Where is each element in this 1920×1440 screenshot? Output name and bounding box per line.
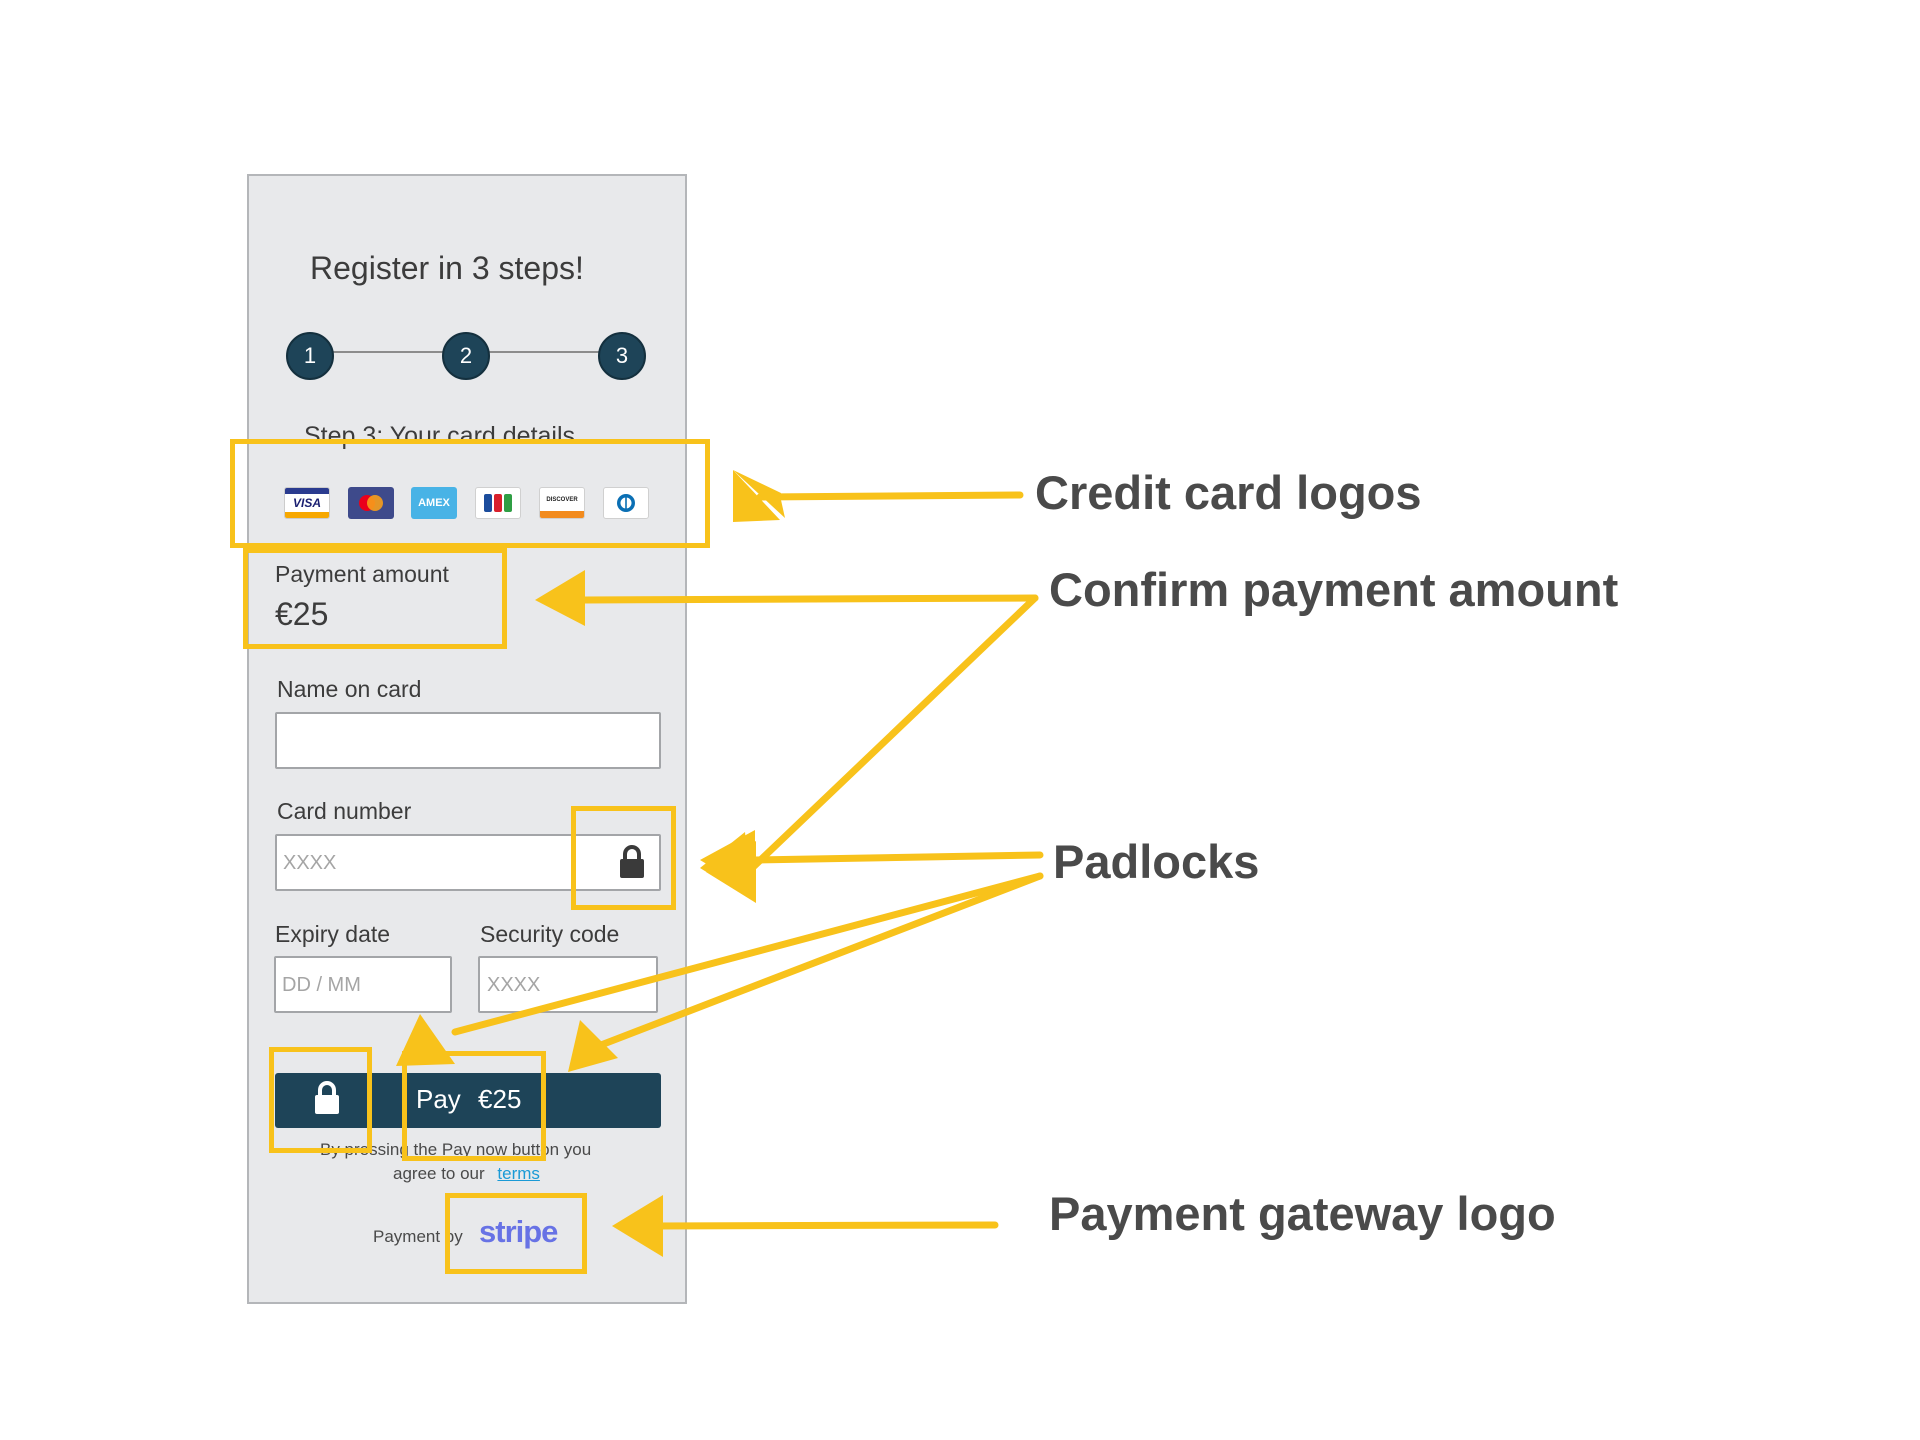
step-connector: [310, 351, 470, 353]
pay-button[interactable]: [275, 1073, 661, 1128]
step-2[interactable]: 2: [442, 332, 490, 380]
security-code-label: Security code: [480, 921, 620, 947]
arrow-icon: [733, 470, 780, 522]
padlock-icon: [312, 1080, 342, 1121]
arrow-icon: [700, 830, 755, 893]
arrow-icon: [581, 594, 1039, 604]
callout-confirm-payment-amount: Confirm payment amount: [1049, 563, 1619, 616]
discover-logo: DISCOVER: [539, 487, 585, 519]
mastercard-logo: [348, 487, 394, 519]
jcb-logo: [475, 487, 521, 519]
payment-amount-label: Payment amount: [275, 561, 449, 587]
expiry-date-input[interactable]: DD / MM: [274, 956, 452, 1013]
terms-text-line-2: agree to our terms: [393, 1164, 540, 1184]
button-padlock-highlight: [269, 1047, 372, 1153]
terms-text-line-1: By pressing the Pay now button you: [320, 1140, 592, 1159]
expiry-date-label: Expiry date: [275, 921, 391, 947]
expiry-date-placeholder: DD / MM: [282, 974, 361, 996]
card-logos-highlight: [230, 439, 710, 548]
stripe-logo-highlight: [445, 1193, 587, 1274]
step-title: Step 3: Your card details: [304, 422, 576, 450]
pay-button-text: Pay: [416, 1084, 461, 1114]
arrow-icon: [756, 491, 1024, 501]
arrow-icon: [612, 1195, 663, 1257]
button-amount-highlight: [402, 1051, 546, 1161]
arrow-icon: [733, 470, 785, 518]
card-number-label: Card number: [277, 798, 412, 824]
callout-padlocks: Padlocks: [1053, 835, 1260, 888]
callout-credit-card-logos: Credit card logos: [1035, 466, 1422, 519]
diners-logo: [603, 487, 649, 519]
security-code-placeholder: XXXX: [487, 974, 541, 996]
stripe-logo: stripe: [479, 1214, 558, 1249]
name-on-card-label: Name on card: [277, 676, 422, 702]
arrow-icon: [451, 872, 1044, 1036]
card-number-input[interactable]: XXXX: [275, 834, 661, 891]
padlock-icon: [617, 844, 647, 885]
card-number-padlock-highlight: [571, 806, 676, 910]
step-connector: [466, 351, 626, 353]
payment-amount-highlight: [243, 548, 507, 649]
visa-logo: VISA: [284, 487, 330, 519]
payment-by-label: Payment by: [373, 1227, 463, 1246]
arrow-icon: [535, 570, 585, 626]
form-title: Register in 3 steps!: [310, 250, 584, 286]
arrow-icon: [568, 1020, 618, 1072]
pay-button-label: Pay €25: [416, 1084, 521, 1115]
pay-button-amount: €25: [478, 1084, 522, 1114]
name-on-card-input[interactable]: [275, 712, 661, 769]
arrow-icon: [751, 851, 1044, 864]
step-3[interactable]: 3: [598, 332, 646, 380]
arrow-icon: [584, 872, 1044, 1054]
callout-payment-gateway-logo: Payment gateway logo: [1049, 1187, 1556, 1240]
terms-link[interactable]: terms: [497, 1164, 540, 1183]
arrow-icon: [396, 1014, 455, 1066]
payment-amount-value: €25: [275, 596, 329, 632]
arrow-icon: [745, 594, 1039, 875]
arrow-icon: [651, 1221, 999, 1230]
terms-prefix: agree to our: [393, 1164, 485, 1183]
amex-logo: AMEX: [411, 487, 457, 519]
card-number-placeholder: XXXX: [283, 852, 337, 874]
step-1[interactable]: 1: [286, 332, 334, 380]
